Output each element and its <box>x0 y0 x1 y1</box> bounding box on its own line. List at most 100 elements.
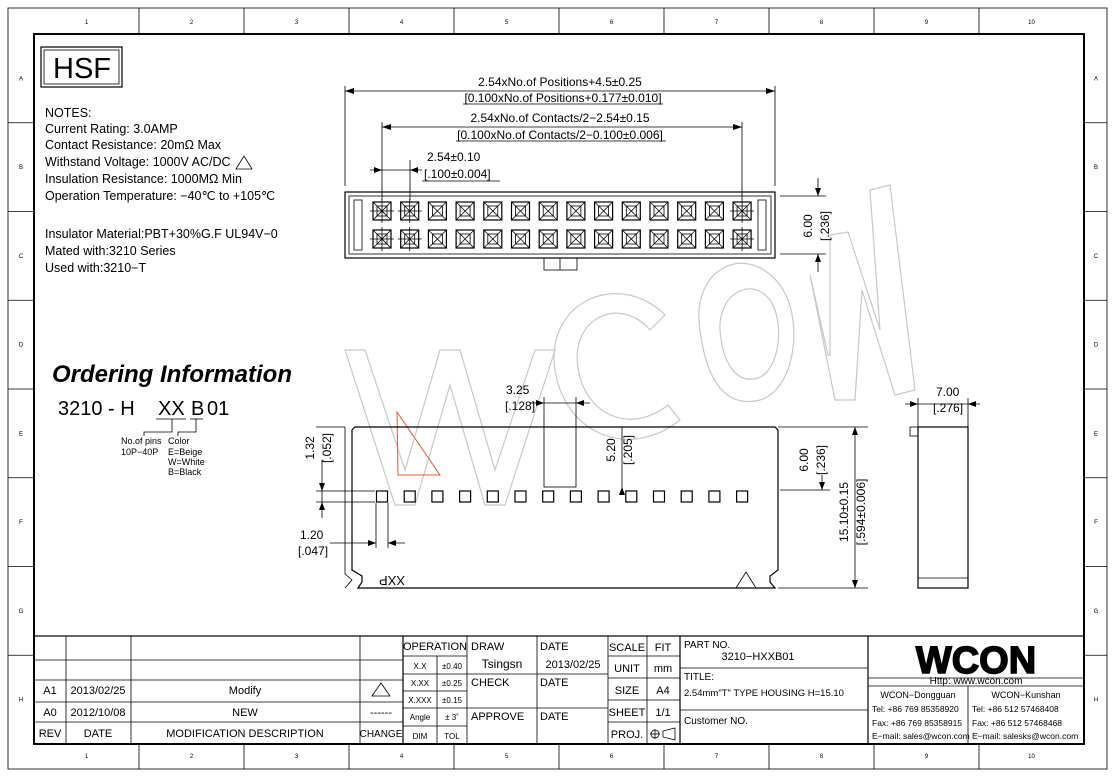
color-beige: E=Beige <box>168 447 202 457</box>
zone-col-label: 4 <box>400 20 404 26</box>
top-pin-cell <box>510 229 531 249</box>
scale-label: SCALE <box>609 642 645 654</box>
check-date-label: DATE <box>540 677 569 689</box>
dim-total-height: 15.10±0.15 <box>837 482 851 542</box>
zone-col-label: 1 <box>85 20 89 26</box>
ordering-code-suffix: 01 <box>207 398 229 420</box>
dim-pitch: 2.54±0.10 <box>427 150 481 164</box>
ordering-heading: Ordering Information <box>52 361 292 388</box>
company-logo: WCON <box>916 640 1036 682</box>
zone-col-label: 10 <box>1028 754 1035 760</box>
top-pin-cell <box>397 199 422 223</box>
rev-a0-desc: NEW <box>232 707 258 719</box>
dim-key-depth: 5.20 <box>604 438 618 462</box>
watermark-wcon <box>344 184 916 506</box>
part-no-label: PART NO. <box>684 640 730 651</box>
top-pin-cell <box>593 229 614 249</box>
front-pin-square <box>486 490 499 503</box>
top-pin-cell <box>455 201 475 221</box>
tol-val-4: ± 3˚ <box>445 713 459 722</box>
top-pin-cell <box>455 229 475 249</box>
note-current-rating: Current Rating: 3.0AMP <box>45 122 178 136</box>
office-left-tel: Tel: +86 769 85358920 <box>872 704 959 714</box>
top-pin-cell <box>704 229 725 249</box>
note-withstand-voltage: Withstand Voltage: 1000V AC/DC <box>45 155 231 169</box>
zone-col-label: 9 <box>925 20 929 26</box>
tol-val-3: ±0.15 <box>442 696 463 705</box>
dim-pitch-in: [.100±0.004] <box>424 167 491 181</box>
zone-row-label: H <box>19 698 23 704</box>
top-pin-cell <box>730 199 755 223</box>
rev-header: REV <box>39 728 62 740</box>
company-website: Http: www.wcon.com <box>930 676 1023 687</box>
zone-col-label: 8 <box>820 754 824 760</box>
rev-a0-change: ------ <box>370 707 392 719</box>
zone-col-label: 6 <box>610 20 614 26</box>
dim-pin-offset: 1.32 <box>303 436 317 460</box>
zone-col-label: 2 <box>190 754 194 760</box>
dim-key-width: 3.25 <box>506 383 530 397</box>
rev-a0: A0 <box>43 707 56 719</box>
front-pin-square <box>680 490 693 503</box>
date-header: DATE <box>84 728 113 740</box>
tol-val-1: ±0.40 <box>442 662 463 671</box>
zone-col-label: 4 <box>400 754 404 760</box>
color-label: Color <box>168 436 190 446</box>
zone-col-label: 6 <box>610 754 614 760</box>
zone-row-label: F <box>19 520 23 526</box>
zone-row-label: F <box>1094 520 1098 526</box>
front-pin-square <box>597 490 610 503</box>
side-view: 7.00 [.276] <box>905 385 980 589</box>
top-pin-cell <box>483 229 503 249</box>
top-pin-cell <box>538 229 558 249</box>
front-pin-square <box>375 490 389 503</box>
part-no: 3210−HXXB01 <box>721 651 794 663</box>
note-insulation-resistance: Insulation Resistance: 1000MΩ Min <box>45 172 242 186</box>
ordering-code-prefix: 3210 - H <box>58 398 135 420</box>
top-pin-cell <box>704 201 725 221</box>
zone-row-label: D <box>1094 343 1099 349</box>
dim-key-width-in: [.128] <box>505 399 535 413</box>
warning-icon <box>371 682 391 697</box>
zone-row-label: A <box>1094 76 1098 82</box>
top-pin-cell <box>621 229 641 249</box>
office-left-fax: Fax: +86 769 85358915 <box>872 718 962 728</box>
notes-block: NOTES: Current Rating: 3.0AMP Contact Re… <box>45 106 278 275</box>
top-pin-cell <box>370 199 394 223</box>
top-pin-cell <box>649 201 669 221</box>
front-pin-square <box>625 490 638 503</box>
approve-date-label: DATE <box>540 711 569 723</box>
change-header: CHANGE <box>360 729 403 740</box>
zone-row-label: B <box>19 165 23 171</box>
tol-fmt-3: X.XXX <box>408 696 432 705</box>
zone-row-label: B <box>1094 165 1098 171</box>
tol-fmt-2: X.XX <box>411 679 430 688</box>
front-pin-row <box>375 490 749 503</box>
warning-icon <box>235 155 253 170</box>
top-pin-cell <box>649 229 669 249</box>
dim-contacts: 2.54xNo.of Contacts/2−2.54±0.15 <box>470 111 649 125</box>
desc-header: MODIFICATION DESCRIPTION <box>166 728 324 740</box>
zone-col-label: 8 <box>820 20 824 26</box>
top-pin-cell <box>397 227 422 251</box>
top-pin-cell <box>677 229 697 249</box>
unit-label: UNIT <box>614 663 640 675</box>
zone-col-label: 7 <box>715 754 719 760</box>
operation-label: OPERATION <box>403 641 467 653</box>
zone-col-label: 3 <box>295 754 299 760</box>
zone-row-label: G <box>1094 609 1099 615</box>
dim-top-height: 6.00 <box>801 214 815 238</box>
front-pin-square <box>652 490 666 503</box>
note-operation-temperature: Operation Temperature: −40℃ to +105℃ <box>45 189 275 203</box>
top-pin-cell <box>427 201 447 221</box>
rev-a0-date: 2012/10/08 <box>70 707 125 719</box>
color-white: W=White <box>168 457 205 467</box>
tol-fmt-1: X.X <box>414 662 428 671</box>
front-pin-square <box>569 490 583 503</box>
front-pin-square <box>735 490 749 503</box>
draw-date: 2013/02/25 <box>545 659 600 671</box>
sheet-value: 1/1 <box>655 707 670 719</box>
top-pin-cell <box>483 201 503 221</box>
unit-value: mm <box>654 663 672 675</box>
ordering-code-b: B <box>191 398 204 420</box>
